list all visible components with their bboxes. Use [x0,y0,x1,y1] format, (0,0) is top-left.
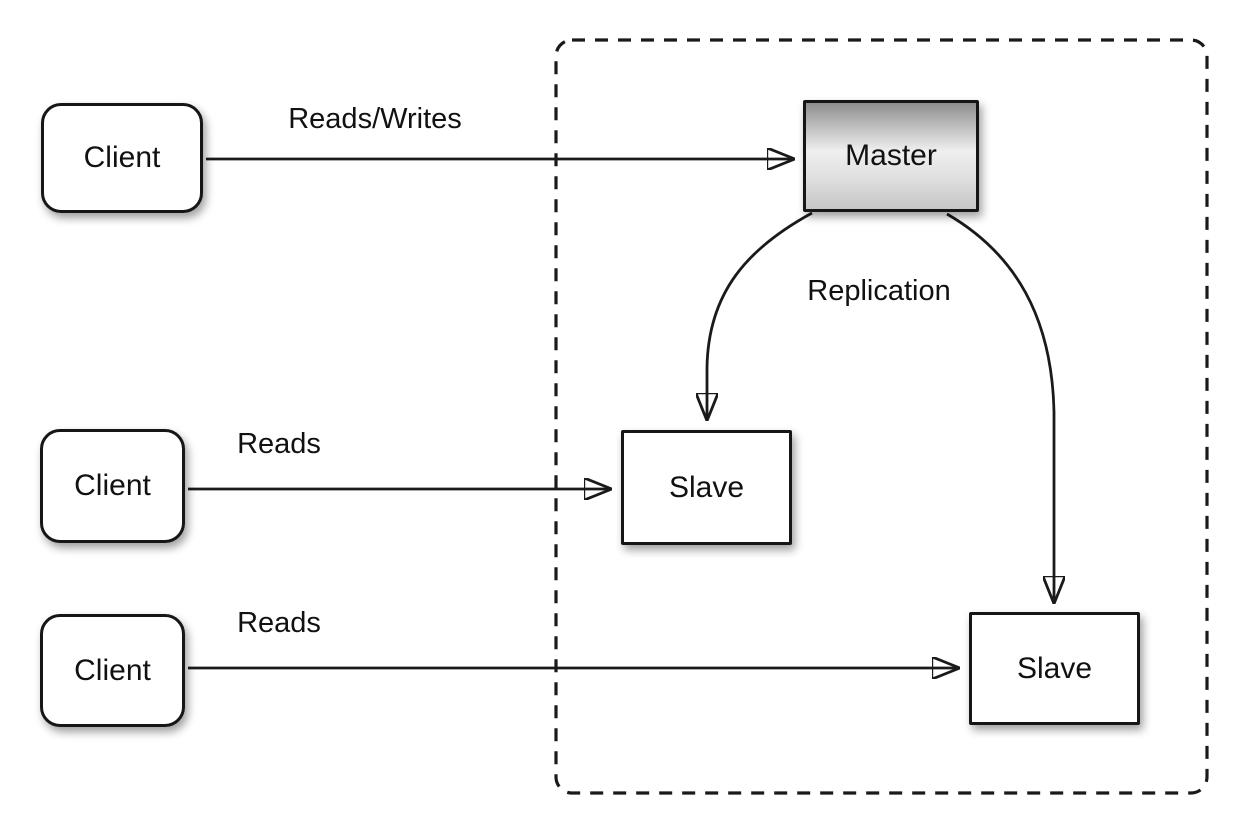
edge-label-replication: Replication [807,275,951,307]
edge-label-reads-2: Reads [237,607,321,639]
master-node-label: Master [845,139,937,172]
master-node: Master [803,100,979,212]
client-node-3: Client [40,614,185,727]
client-node-3-label: Client [74,653,151,687]
client-node-1-label: Client [83,141,161,174]
client-node-2-label: Client [74,469,151,502]
arrow-replication-master-to-slave2 [946,212,1054,601]
slave-node-1: Slave [621,430,792,545]
arrow-replication-master-to-slave1 [707,211,813,418]
edge-label-reads-writes: Reads/Writes [288,103,462,135]
slave-node-2: Slave [969,612,1140,725]
edge-label-reads-1: Reads [237,428,321,460]
replica-set-boundary [554,38,1209,795]
slave-node-2-label: Slave [1016,651,1093,685]
client-node-2: Client [40,429,185,543]
client-node-1: Client [41,103,203,213]
slave-node-1-label: Slave [668,470,745,504]
